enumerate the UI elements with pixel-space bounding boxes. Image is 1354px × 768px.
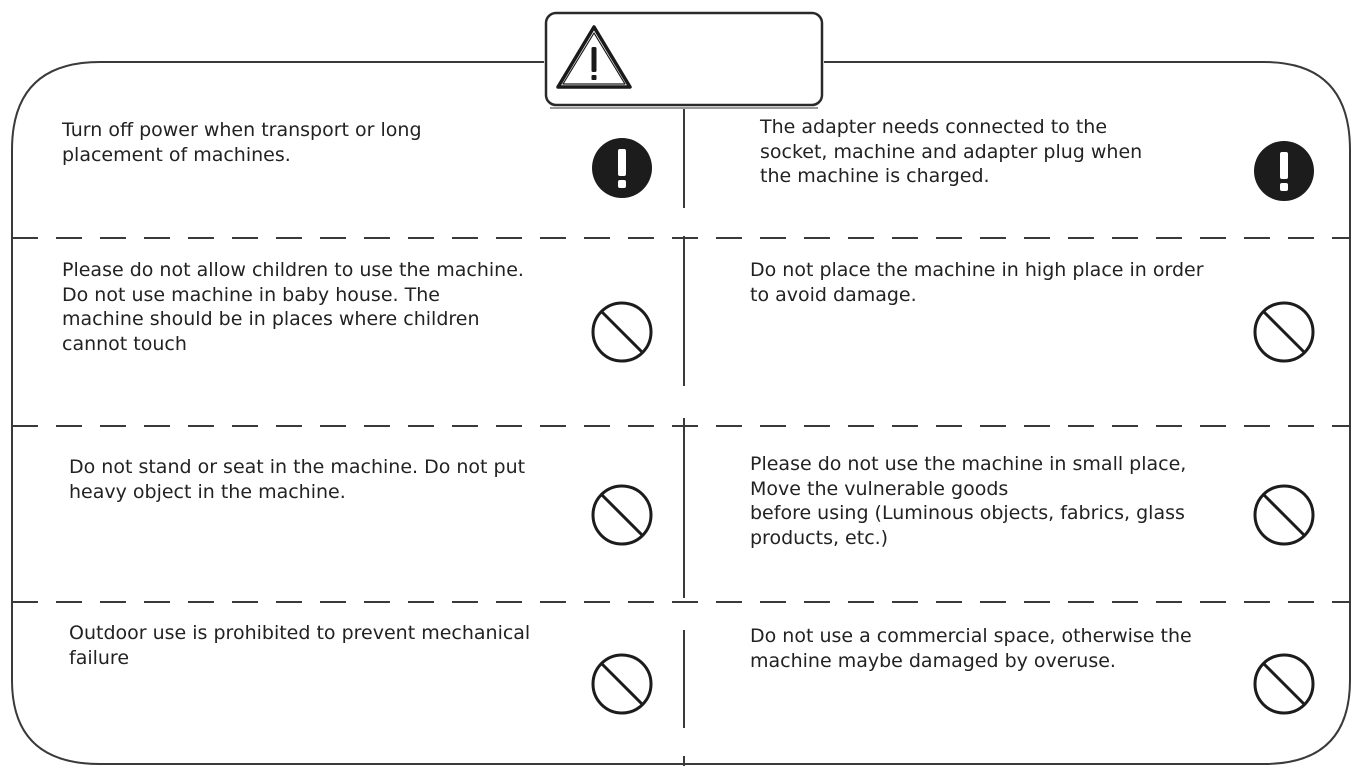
outer-border <box>11 61 1351 765</box>
mandatory-exclamation-icon <box>1252 139 1316 203</box>
warning-header-tab <box>544 11 824 109</box>
notice-text-power-off: Turn off power when transport or long pl… <box>62 119 422 166</box>
prohibited-icon <box>590 652 654 716</box>
notice-text-adapter: The adapter needs connected to the socke… <box>760 116 1143 187</box>
prohibited-icon <box>1252 483 1316 547</box>
prohibited-icon <box>590 483 654 547</box>
notice-text-stand-seat: Do not stand or seat in the machine. Do … <box>69 456 526 503</box>
prohibited-icon <box>590 300 654 364</box>
notice-text-small-place: Please do not use the machine in small p… <box>750 453 1187 549</box>
notice-text-high-place: Do not place the machine in high place i… <box>750 259 1204 306</box>
prohibited-icon <box>1252 300 1316 364</box>
prohibited-icon <box>1252 652 1316 716</box>
warning-triangle-icon <box>556 25 632 89</box>
notice-text-children: Please do not allow children to use the … <box>62 259 524 355</box>
mandatory-exclamation-icon <box>590 136 654 200</box>
notice-text-commercial: Do not use a commercial space, otherwise… <box>750 625 1192 672</box>
notice-text-outdoor: Outdoor use is prohibited to prevent mec… <box>69 622 531 669</box>
